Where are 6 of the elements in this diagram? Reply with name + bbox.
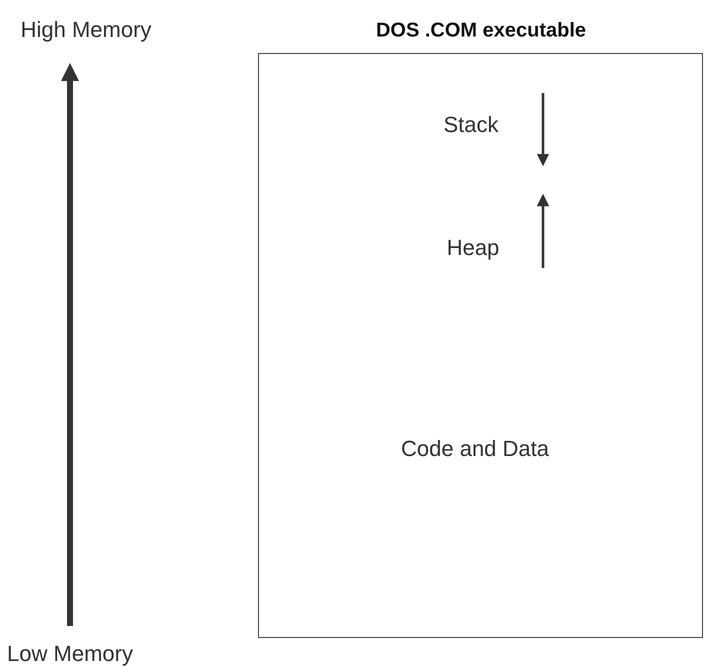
region-label: Stack [443, 112, 499, 138]
region-label: Heap [446, 235, 500, 261]
axis-label: Low Memory [7, 641, 133, 666]
region-label: Code and Data [401, 436, 549, 462]
axis-label: High Memory [20, 17, 152, 43]
panel-title: DOS .COM executable [376, 20, 586, 42]
